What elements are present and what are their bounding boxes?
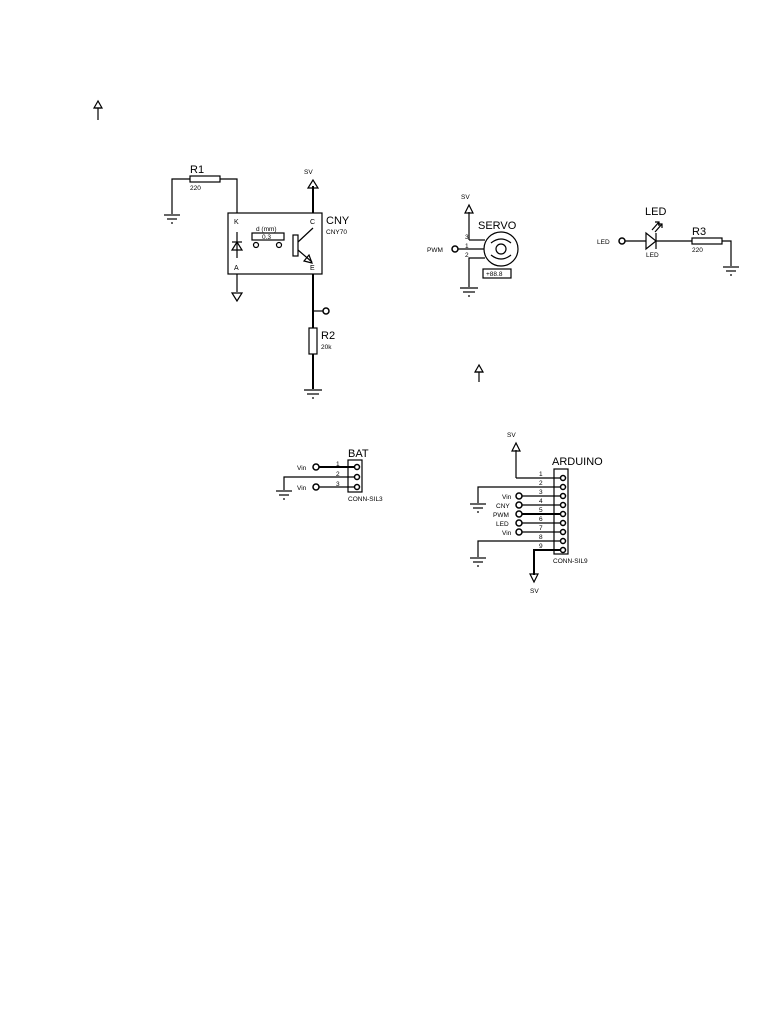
arduino-pin5-label: PWM xyxy=(493,512,509,519)
arduino-pin7-label: Vin xyxy=(502,530,512,537)
led-terminal[interactable] xyxy=(618,237,626,245)
bat-pin1-terminal[interactable] xyxy=(312,463,320,471)
bat-ref: BAT xyxy=(348,448,369,460)
distance-label: d (mm) xyxy=(256,226,277,233)
servo-display: +88.8 xyxy=(486,271,503,278)
ground-icon xyxy=(304,389,322,399)
bat-pin2-num: 2 xyxy=(336,471,340,478)
pwm-label: PWM xyxy=(427,247,443,254)
arduino-pin6-label: LED xyxy=(496,521,509,528)
ground-icon xyxy=(460,287,478,297)
arduino-pin5-terminal[interactable] xyxy=(515,510,523,518)
ground-arrow-icon xyxy=(230,292,244,303)
ground-icon xyxy=(723,266,739,276)
servo-pin3: 3 xyxy=(465,234,469,241)
pin-a-label: A xyxy=(234,265,239,272)
arduino-pin3-label: Vin xyxy=(502,494,512,501)
arduino-pin4-label: CNY xyxy=(496,503,510,510)
servo-pin2: 2 xyxy=(465,252,469,259)
decrease-icon[interactable] xyxy=(252,241,260,249)
r3-value: 220 xyxy=(692,247,703,254)
arduino-pin3-terminal[interactable] xyxy=(515,492,523,500)
arduino-pin1-num: 1 xyxy=(539,471,543,478)
pwm-terminal[interactable] xyxy=(451,245,459,253)
resistor-r2[interactable]: R2 20k xyxy=(308,327,335,355)
r1-value: 220 xyxy=(190,185,201,192)
bat-pin3-label: Vin xyxy=(297,485,307,492)
cny-output-terminal[interactable] xyxy=(322,307,330,315)
ground-icon xyxy=(470,557,486,567)
power-terminal-icon[interactable] xyxy=(473,363,485,382)
cny-part: CNY70 xyxy=(326,229,347,236)
servo-pin1: 1 xyxy=(465,243,469,250)
resistor-r1[interactable]: R1 220 xyxy=(189,164,221,192)
arduino-pin4-num: 4 xyxy=(539,498,543,505)
arduino-pin3-num: 3 xyxy=(539,489,543,496)
optocoupler-cny70[interactable]: K A C E d (mm) 0.3 xyxy=(227,212,323,275)
power-terminal-down-icon[interactable] xyxy=(529,573,539,584)
power-terminal-icon[interactable] xyxy=(92,99,104,120)
bat-pin1-num: 1 xyxy=(336,461,340,468)
r1-ref: R1 xyxy=(190,164,204,176)
phototransistor-icon xyxy=(292,227,314,264)
arduino-part: CONN-SIL9 xyxy=(553,558,588,565)
arduino-pin6-num: 6 xyxy=(539,516,543,523)
pin-k-label: K xyxy=(234,219,239,226)
arduino-pin2-num: 2 xyxy=(539,480,543,487)
servo-ref: SERVO xyxy=(478,220,517,232)
supply-label: SV xyxy=(304,169,313,176)
increase-icon[interactable] xyxy=(275,241,283,249)
arduino-supply-bottom: SV xyxy=(530,588,539,595)
arduino-ref: ARDUINO xyxy=(552,456,603,468)
arduino-connector[interactable] xyxy=(553,468,569,555)
r2-value: 20k xyxy=(321,344,332,351)
ground-icon xyxy=(276,490,292,500)
servo-shaft-icon xyxy=(495,243,507,255)
diode-icon xyxy=(230,232,244,258)
resistor-r3[interactable]: R3 220 xyxy=(691,226,723,254)
led-part: LED xyxy=(646,252,659,259)
bat-pin3-num: 3 xyxy=(336,481,340,488)
servo-motor[interactable]: SERVO +88.8 xyxy=(478,220,519,279)
arduino-pin7-terminal[interactable] xyxy=(515,528,523,536)
pin-c-label: C xyxy=(310,219,315,226)
r2-ref: R2 xyxy=(321,330,335,342)
arduino-pin5-num: 5 xyxy=(539,507,543,514)
bat-pin1-label: Vin xyxy=(297,465,307,472)
pin-e-label: E xyxy=(310,265,315,272)
arduino-pin8-num: 8 xyxy=(539,534,543,541)
led-ref: LED xyxy=(645,206,666,218)
bat-pin3-terminal[interactable] xyxy=(312,483,320,491)
servo-supply-label: SV xyxy=(461,194,470,201)
r3-ref: R3 xyxy=(692,226,706,238)
ground-icon xyxy=(164,214,180,224)
power-terminal-icon[interactable] xyxy=(306,178,320,213)
power-terminal-icon[interactable] xyxy=(511,441,521,478)
led-diode-icon[interactable] xyxy=(645,221,663,251)
arduino-pin9-num: 9 xyxy=(539,543,543,550)
distance-field[interactable] xyxy=(251,232,285,241)
power-terminal-icon[interactable] xyxy=(464,203,474,240)
arduino-pin7-num: 7 xyxy=(539,525,543,532)
arduino-pin4-terminal[interactable] xyxy=(515,501,523,509)
cny-ref: CNY xyxy=(326,215,350,227)
arduino-pin6-terminal[interactable] xyxy=(515,519,523,527)
ground-icon xyxy=(470,503,486,513)
led-input-label: LED xyxy=(597,239,610,246)
bat-part: CONN-SIL3 xyxy=(348,496,383,503)
arduino-supply-top: SV xyxy=(507,432,516,439)
distance-value: 0.3 xyxy=(262,234,271,241)
